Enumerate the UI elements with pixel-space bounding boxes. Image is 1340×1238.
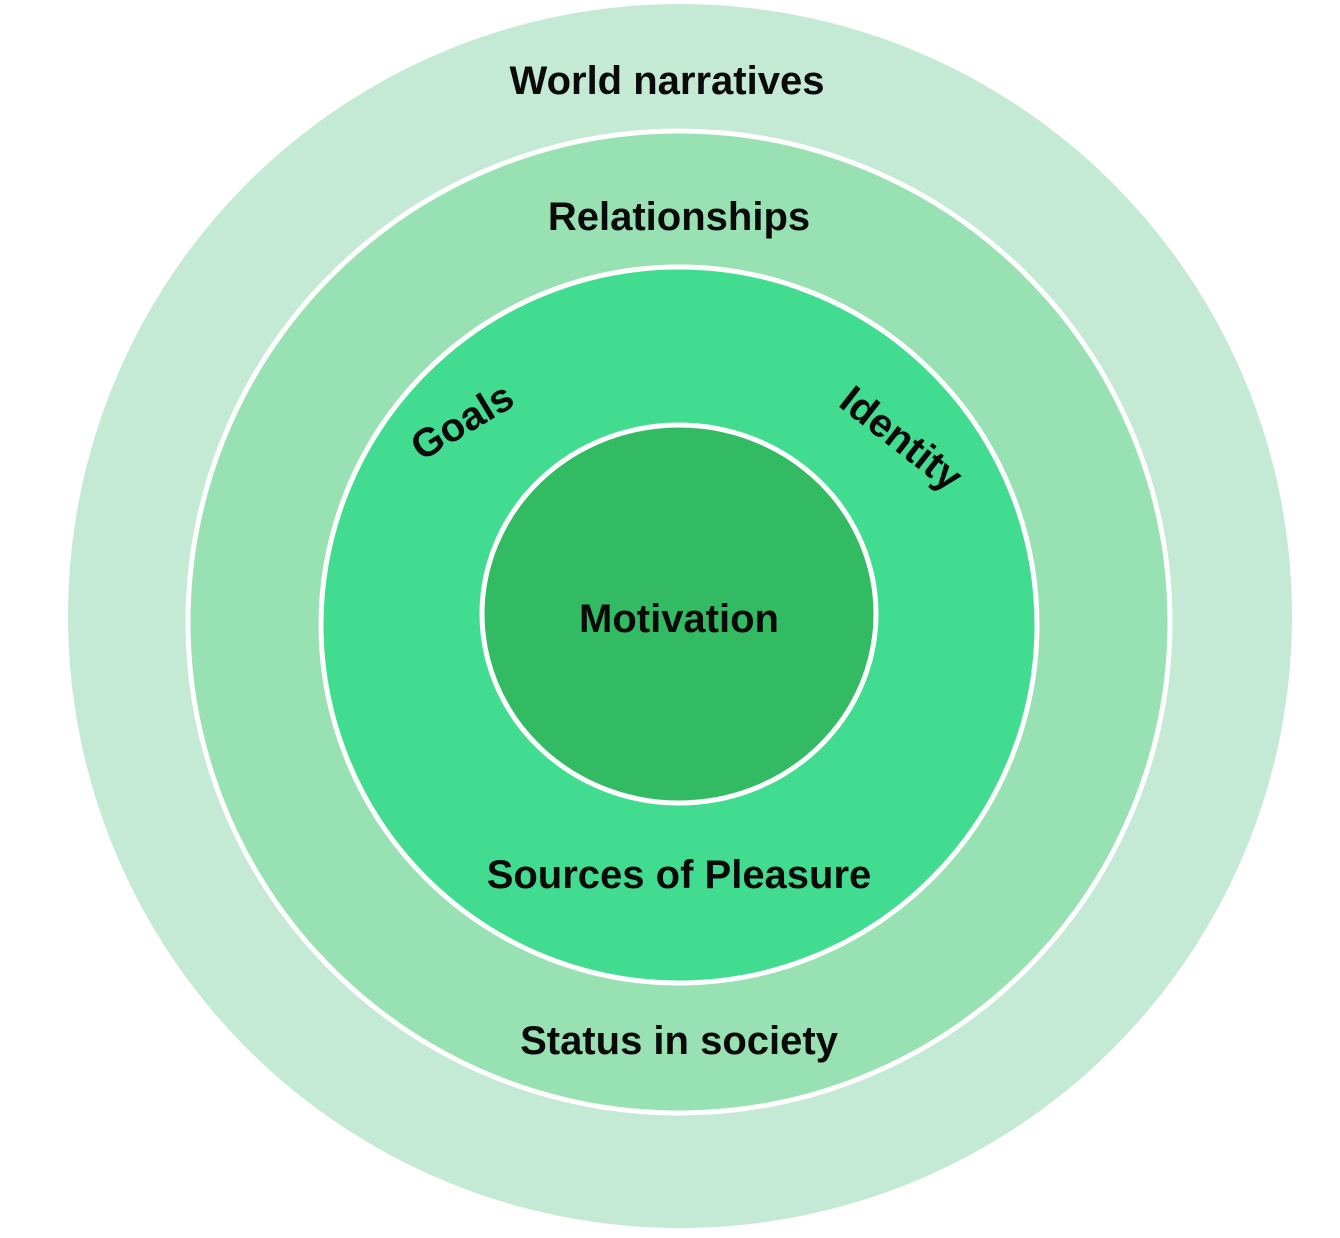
label-relationships: Relationships xyxy=(548,195,810,239)
label-status-in-society: Status in society xyxy=(520,1019,839,1063)
core-circle xyxy=(479,422,879,806)
label-motivation: Motivation xyxy=(579,597,779,641)
label-world-narratives: World narratives xyxy=(510,59,825,103)
label-sources-of-pleasure: Sources of Pleasure xyxy=(487,853,872,897)
